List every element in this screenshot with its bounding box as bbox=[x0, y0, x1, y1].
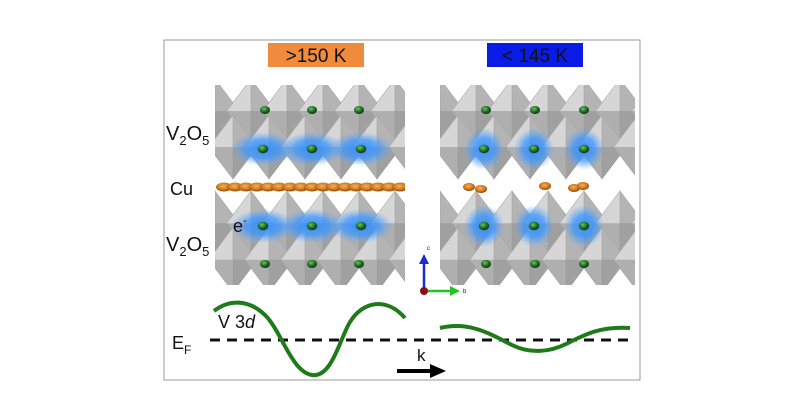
copper-atom bbox=[337, 182, 353, 192]
vanadium-atom bbox=[260, 260, 270, 268]
vanadium-atom bbox=[306, 221, 318, 231]
copper-atom bbox=[463, 183, 475, 191]
octahedron-face bbox=[280, 259, 330, 285]
vanadium-atom bbox=[530, 106, 540, 114]
axis-b-arrowhead bbox=[450, 286, 460, 296]
vanadium-atom bbox=[578, 144, 590, 154]
vanadium-atom bbox=[478, 144, 490, 154]
band-curve-high-temp bbox=[212, 300, 407, 378]
header-low-temp: < 145 K bbox=[487, 43, 583, 67]
copper-atom bbox=[359, 182, 375, 192]
vanadium-atom bbox=[478, 221, 490, 231]
band-curve-low-temp bbox=[439, 324, 631, 353]
copper-atom bbox=[475, 185, 487, 193]
copper-atom bbox=[381, 182, 397, 192]
octahedron-face bbox=[613, 259, 635, 285]
axis-origin bbox=[420, 287, 428, 295]
copper-atom bbox=[348, 182, 364, 192]
copper-atom bbox=[577, 182, 589, 190]
header-low-temp-box bbox=[487, 43, 583, 67]
vanadium-atom bbox=[307, 106, 317, 114]
copper-atom bbox=[326, 182, 342, 192]
vanadium-atom bbox=[481, 106, 491, 114]
copper-atom bbox=[370, 182, 386, 192]
label-fermi-level: EF bbox=[172, 333, 191, 357]
header-low-temp-label: < 145 K bbox=[502, 46, 568, 67]
vanadium-atom bbox=[260, 106, 270, 114]
momentum-arrow bbox=[397, 364, 446, 378]
octahedron-face bbox=[638, 115, 662, 179]
vanadium-atom bbox=[306, 144, 318, 154]
vanadium-atom bbox=[579, 260, 589, 268]
axes-triad: c b bbox=[419, 246, 467, 296]
label-v2o5-top: V2O5 bbox=[166, 123, 209, 148]
copper-atom bbox=[315, 182, 331, 192]
crystal-structure-high-temp bbox=[215, 85, 405, 285]
copper-atom bbox=[249, 182, 265, 192]
crystal-structure-low-temp bbox=[440, 79, 680, 292]
vanadium-atom bbox=[257, 144, 269, 154]
octahedron-face bbox=[656, 191, 680, 256]
copper-atom bbox=[216, 182, 232, 192]
octahedron-face bbox=[613, 147, 635, 176]
vanadium-atom bbox=[579, 106, 589, 114]
vanadium-atom bbox=[528, 221, 540, 231]
copper-atom bbox=[260, 182, 276, 192]
octahedron-face bbox=[656, 79, 680, 143]
octahedron-face bbox=[523, 110, 573, 143]
octahedron-face bbox=[487, 110, 537, 143]
label-cu: Cu bbox=[170, 179, 193, 199]
vanadium-atom bbox=[530, 260, 540, 268]
octahedron-face bbox=[316, 259, 366, 285]
label-orbital: V 3d bbox=[218, 312, 256, 332]
octahedron-face bbox=[541, 259, 591, 285]
copper-atom bbox=[293, 182, 309, 192]
octahedron-face bbox=[262, 110, 312, 143]
vanadium-atom bbox=[578, 221, 590, 231]
vanadium-atom bbox=[355, 221, 367, 231]
header-high-temp-label: >150 K bbox=[286, 46, 347, 67]
octahedron-face bbox=[631, 223, 635, 228]
vanadium-atom bbox=[307, 260, 317, 268]
octahedron-face bbox=[215, 259, 258, 285]
vanadium-atom bbox=[257, 221, 269, 231]
label-momentum: k bbox=[417, 346, 426, 365]
octahedron-face bbox=[226, 110, 276, 143]
octahedron-face bbox=[577, 259, 627, 285]
vanadium-atom bbox=[528, 144, 540, 154]
label-electron: e- bbox=[233, 215, 247, 236]
octahedron-face bbox=[440, 259, 483, 285]
axis-b-label: b bbox=[463, 289, 467, 295]
vanadium-atom bbox=[354, 260, 364, 268]
octahedron-face bbox=[505, 259, 555, 285]
copper-atom bbox=[271, 182, 287, 192]
octahedron-face bbox=[298, 110, 348, 143]
axis-c-label: c bbox=[427, 246, 430, 252]
octahedron-face bbox=[631, 110, 635, 116]
vanadium-atom bbox=[355, 144, 367, 154]
copper-atom bbox=[282, 182, 298, 192]
octahedron-face bbox=[334, 110, 384, 143]
copper-atom bbox=[227, 182, 243, 192]
octahedron-face bbox=[559, 110, 609, 143]
vanadium-atom bbox=[481, 260, 491, 268]
octahedron-face bbox=[451, 110, 501, 143]
copper-atom bbox=[539, 182, 551, 190]
octahedron-face bbox=[388, 147, 405, 169]
header-high-temp-box bbox=[268, 43, 364, 67]
axis-c-arrowhead bbox=[419, 254, 429, 264]
copper-atom bbox=[392, 182, 405, 192]
header-high-temp: >150 K bbox=[268, 43, 364, 67]
octahedron-face bbox=[388, 259, 405, 282]
momentum-arrow-head bbox=[430, 364, 446, 378]
octahedron-face bbox=[352, 259, 402, 285]
label-v2o5-bottom: V2O5 bbox=[166, 234, 209, 259]
octahedron-face bbox=[638, 227, 662, 292]
copper-atom bbox=[238, 182, 254, 192]
vanadium-atom bbox=[354, 106, 364, 114]
octahedron-face bbox=[244, 259, 294, 285]
copper-atom bbox=[304, 182, 320, 192]
